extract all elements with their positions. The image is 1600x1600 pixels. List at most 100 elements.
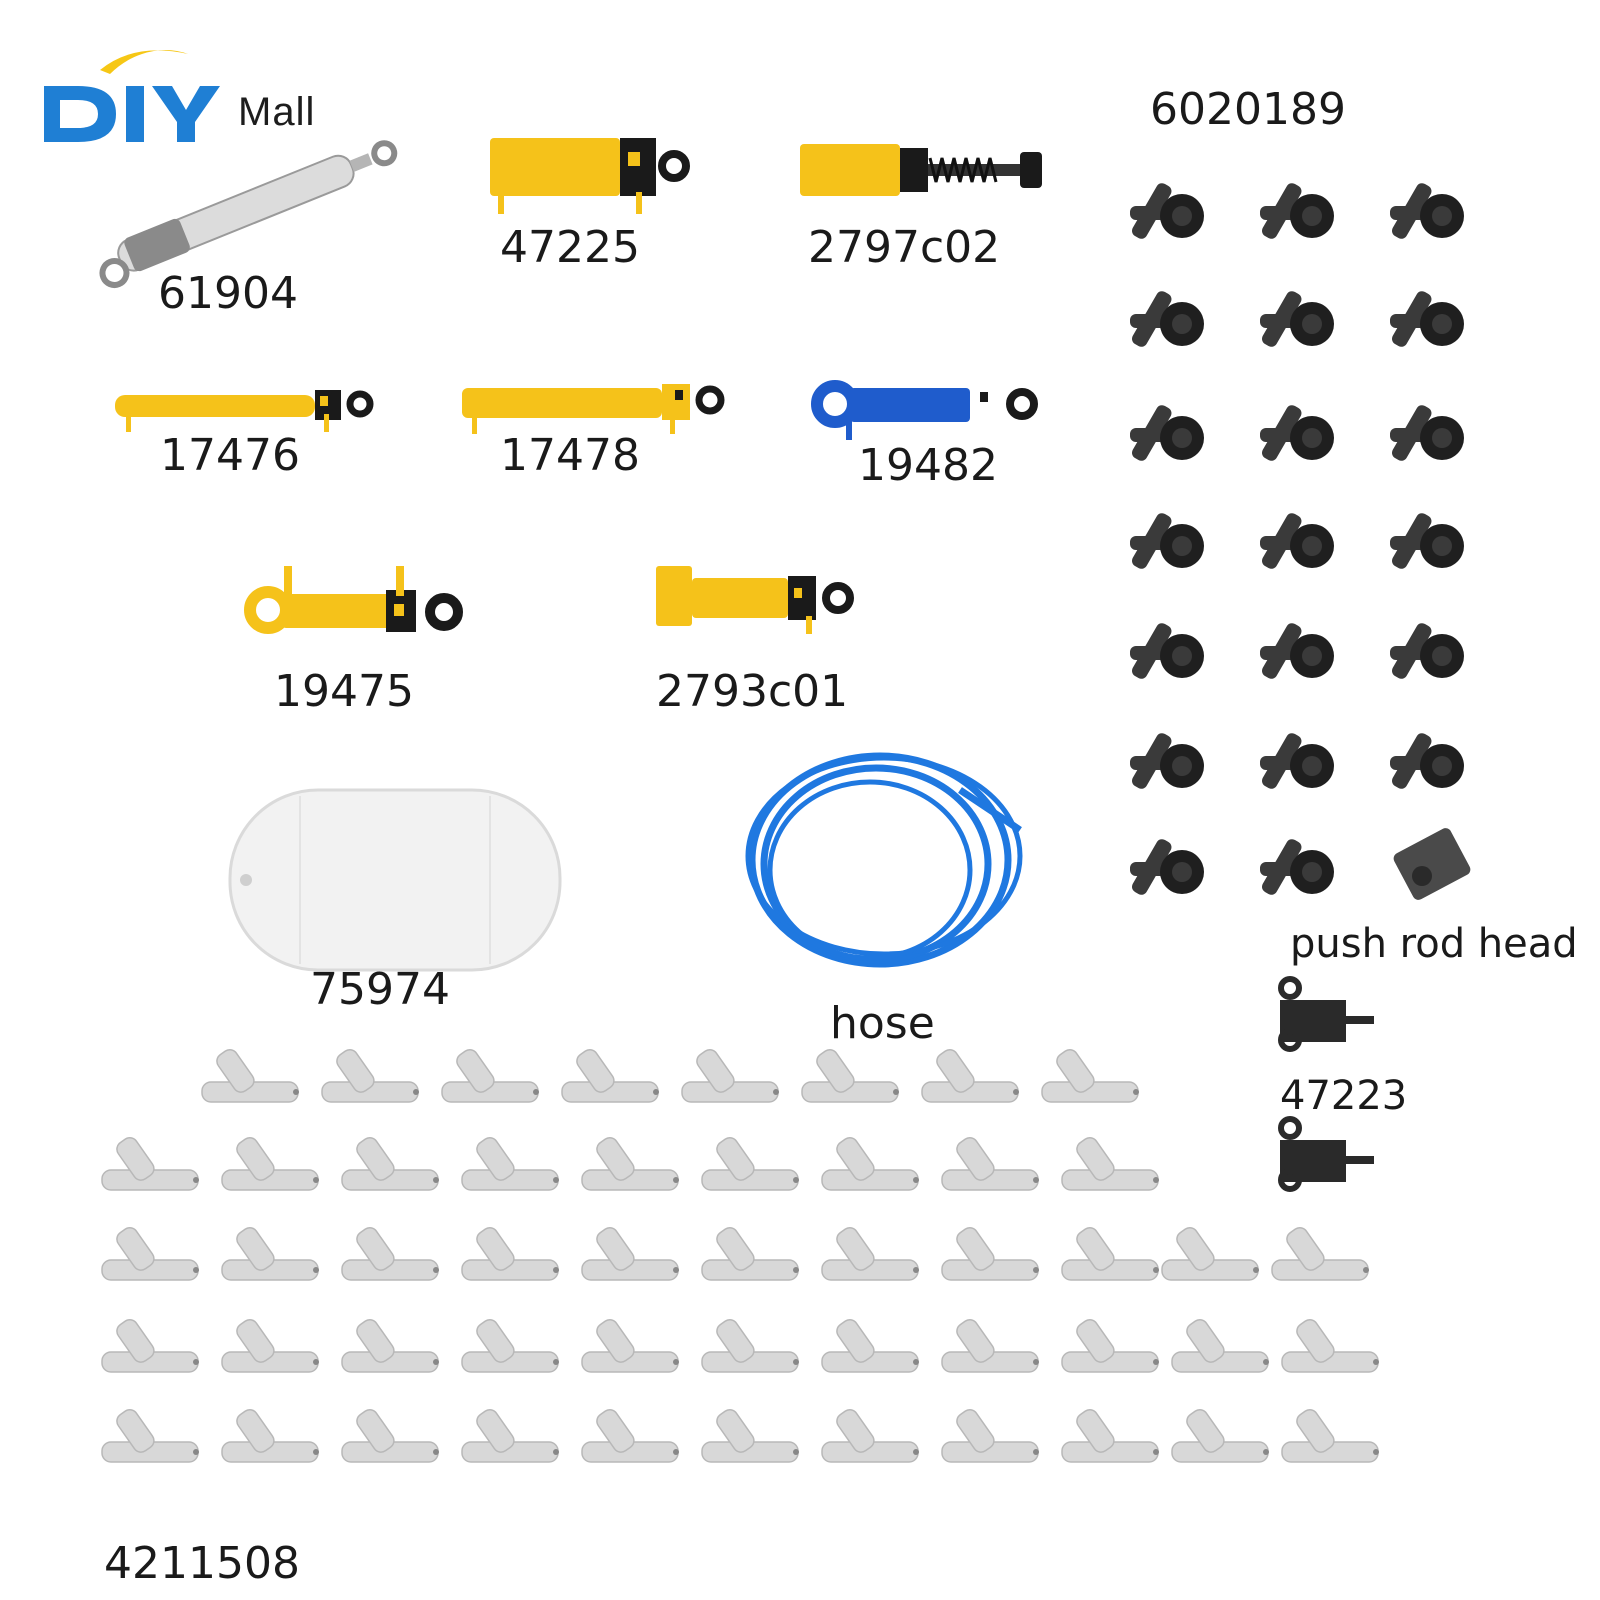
dark-connector [1390, 183, 1464, 239]
t-connector [1061, 1226, 1159, 1281]
t-connector [341, 1226, 439, 1281]
t-connector [821, 1226, 919, 1281]
t-connector [101, 1136, 199, 1191]
dark-connector [1260, 623, 1334, 679]
t-connector [941, 1408, 1039, 1463]
label-2793c01: 2793c01 [656, 666, 849, 717]
dark-connector [1390, 405, 1464, 461]
dark-connector [1130, 623, 1204, 679]
t-connector [341, 1318, 439, 1373]
t-connector [921, 1048, 1019, 1103]
t-connector [101, 1226, 199, 1281]
t-connector [201, 1048, 299, 1103]
t-connector [941, 1136, 1039, 1191]
part-75974-image [228, 788, 562, 972]
t-connector [701, 1136, 799, 1191]
label-75974: 75974 [310, 964, 450, 1015]
push-rod-head-image [1393, 828, 1471, 900]
t-connector [581, 1318, 679, 1373]
t-connector [1061, 1408, 1159, 1463]
t-connector [1281, 1318, 1379, 1373]
diymall-logo: Mall [38, 34, 358, 144]
part-17476-image [115, 390, 374, 432]
t-connector [221, 1136, 319, 1191]
t-connector [461, 1408, 559, 1463]
t-connector [341, 1408, 439, 1463]
logo-suffix: Mall [238, 90, 316, 134]
dark-connector [1390, 291, 1464, 347]
part-17478-image [462, 384, 725, 434]
dark-connector [1260, 405, 1334, 461]
connector-grid-6020189 [1130, 183, 1464, 895]
t-connector [701, 1318, 799, 1373]
dark-connector [1260, 513, 1334, 569]
dark-connector [1260, 839, 1334, 895]
t-connector [101, 1318, 199, 1373]
dark-connector [1130, 183, 1204, 239]
t-connector [1271, 1226, 1369, 1281]
t-connector [1041, 1048, 1139, 1103]
part-47225-image [490, 138, 690, 214]
label-19475: 19475 [274, 666, 414, 717]
t-connector [101, 1408, 199, 1463]
t-connector [1171, 1318, 1269, 1373]
t-connector [561, 1048, 659, 1103]
label-hose: hose [830, 998, 935, 1049]
t-connector [801, 1048, 899, 1103]
t-connector [1061, 1318, 1159, 1373]
t-connector [941, 1226, 1039, 1281]
label-47223: 47223 [1280, 1073, 1408, 1119]
t-connector [221, 1408, 319, 1463]
part-47223-image-a [1278, 976, 1374, 1052]
t-connector [701, 1226, 799, 1281]
dark-connector [1260, 183, 1334, 239]
part-61904-image [99, 140, 398, 289]
t-connector [821, 1408, 919, 1463]
label-4211508: 4211508 [104, 1538, 300, 1589]
t-connector [221, 1226, 319, 1281]
t-connector [681, 1048, 779, 1103]
part-19482-image [811, 380, 1038, 440]
t-connector [581, 1136, 679, 1191]
label-19482: 19482 [858, 440, 998, 491]
t-connector [1171, 1408, 1269, 1463]
t-connector [1161, 1226, 1259, 1281]
t-connector [461, 1226, 559, 1281]
hose-image [745, 752, 1023, 968]
t-connector [321, 1048, 419, 1103]
t-connector [701, 1408, 799, 1463]
label-17478: 17478 [500, 430, 640, 481]
t-connector [821, 1136, 919, 1191]
dark-connector [1390, 513, 1464, 569]
t-connector [821, 1318, 919, 1373]
dark-connector [1130, 839, 1204, 895]
logo-mark [44, 50, 220, 142]
t-connector [1061, 1136, 1159, 1191]
t-connector [581, 1408, 679, 1463]
part-2797c02-image [800, 144, 1042, 196]
label-47225: 47225 [500, 222, 640, 273]
label-61904: 61904 [158, 268, 298, 319]
t-connector [221, 1318, 319, 1373]
label-17476: 17476 [160, 430, 300, 481]
dark-connector [1130, 733, 1204, 789]
label-push-rod-head: push rod head [1290, 921, 1578, 967]
t-connector [941, 1318, 1039, 1373]
dark-connector [1130, 291, 1204, 347]
part-2793c01-image [656, 566, 854, 634]
dark-connector [1130, 405, 1204, 461]
t-connector [461, 1318, 559, 1373]
t-connector [441, 1048, 539, 1103]
dark-connector [1260, 733, 1334, 789]
part-47223-image-b [1278, 1116, 1374, 1192]
t-connector [341, 1136, 439, 1191]
dark-connector [1260, 291, 1334, 347]
t-connector-grid-4211508 [101, 1048, 1379, 1463]
label-6020189: 6020189 [1150, 84, 1346, 135]
t-connector [461, 1136, 559, 1191]
dark-connector [1390, 623, 1464, 679]
label-2797c02: 2797c02 [808, 222, 1001, 273]
t-connector [581, 1226, 679, 1281]
dark-connector [1390, 733, 1464, 789]
